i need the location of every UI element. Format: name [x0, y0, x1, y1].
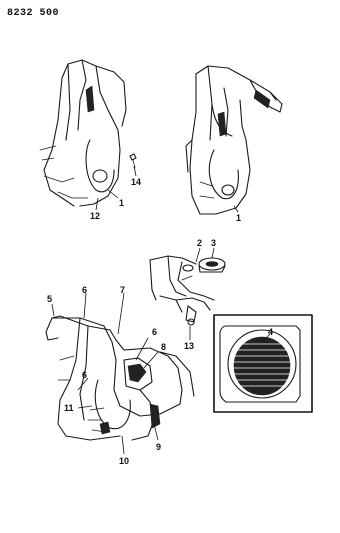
- callout-6-top: 6: [82, 285, 87, 295]
- callout-11: 11: [64, 403, 74, 413]
- center-bracket-view: [149, 255, 226, 326]
- callout-5: 5: [47, 294, 52, 304]
- callout-7: 7: [120, 285, 125, 295]
- callout-13: 13: [184, 341, 194, 351]
- callout-1-top-left: 1: [119, 198, 124, 208]
- callout-3: 3: [211, 238, 216, 248]
- diagram-code: 8232 500: [7, 8, 60, 19]
- callout-6-middle: 6: [152, 327, 157, 337]
- lower-left-view: [45, 315, 195, 441]
- callouts: 1 1 2 3 4 5 6 6 6 7 8 9 10 11 12 13 14: [47, 177, 273, 466]
- top-left-view: [39, 59, 137, 207]
- callout-9: 9: [156, 442, 161, 452]
- callout-1-top-right: 1: [236, 213, 241, 223]
- callout-4: 4: [268, 327, 273, 337]
- top-right-view: [185, 65, 283, 215]
- callout-10: 10: [119, 456, 129, 466]
- leader-lines: [51, 165, 271, 455]
- callout-12: 12: [90, 211, 100, 221]
- callout-2: 2: [197, 238, 202, 248]
- callout-14: 14: [131, 177, 141, 187]
- grille-inset: [213, 314, 313, 413]
- callout-8: 8: [161, 342, 166, 352]
- callout-6-left: 6: [82, 370, 87, 380]
